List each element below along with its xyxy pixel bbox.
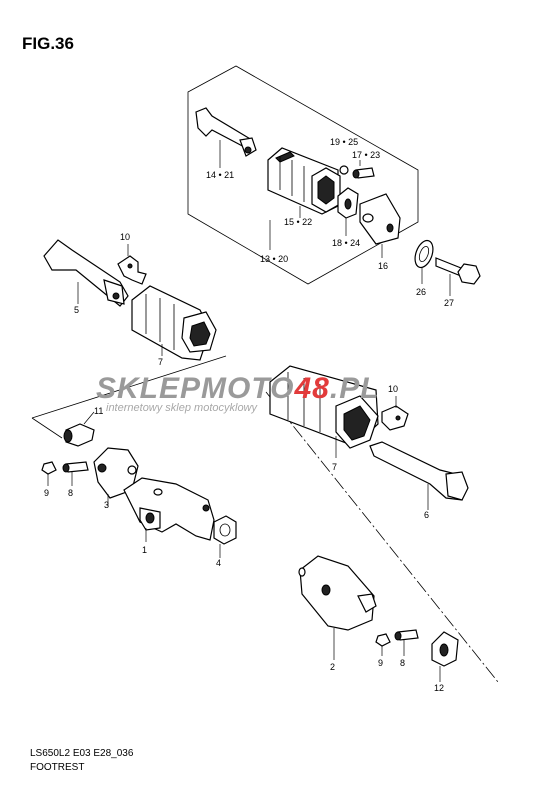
part-8-pin-right	[394, 629, 419, 641]
part-19-nut	[339, 165, 349, 175]
callout-2: 2	[330, 662, 335, 672]
callout-9a: 9	[44, 488, 49, 498]
callout-5: 5	[74, 305, 79, 315]
callout-10a: 10	[120, 232, 130, 242]
part-5-footrest-bar	[43, 239, 129, 307]
part-26-washer	[414, 239, 434, 269]
part-4-nut	[213, 515, 237, 545]
figure-title: FIG.36	[22, 34, 74, 53]
watermark-brand-part-2: MOTO	[201, 372, 295, 405]
callout-12: 12	[434, 683, 444, 693]
callout-11: 11	[94, 406, 103, 416]
part-2-mount-bracket	[298, 555, 377, 631]
assembly-box-outline	[187, 65, 419, 285]
callout-8a: 8	[68, 488, 73, 498]
part-10-clip	[117, 255, 147, 285]
part-6-footrest-bar	[369, 441, 469, 501]
part-11-plug	[63, 423, 95, 447]
callout-10b: 10	[388, 384, 398, 394]
part-14-footrest-bar	[195, 107, 257, 157]
connection-line-diagonal	[265, 391, 499, 683]
callout-18: 18 • 24	[332, 238, 360, 248]
callout-6: 6	[424, 510, 429, 520]
part-17-pin	[352, 167, 375, 179]
figure-code: LS650L2 E03 E28_036	[30, 748, 134, 759]
part-27-bolt	[435, 257, 481, 285]
part-1-mount-bracket	[123, 477, 215, 541]
watermark-brand-part-1: SKLEP	[96, 372, 202, 405]
callout-1: 1	[142, 545, 147, 555]
part-18-washer	[337, 187, 359, 219]
connection-line-lower	[31, 417, 63, 439]
watermark-tagline: internetowy sklep motocyklowy	[106, 402, 258, 414]
callout-16: 16	[378, 261, 388, 271]
callout-19: 19 • 25	[330, 137, 358, 147]
part-7-footrest-rubber-left	[131, 285, 217, 361]
part-15-footrest-rubber	[267, 147, 341, 215]
callout-27: 27	[444, 298, 454, 308]
part-12-plug	[431, 631, 459, 667]
callout-7a: 7	[158, 357, 163, 367]
watermark-brand: SKLEPMOTO48.PL	[96, 372, 380, 406]
part-16-bracket	[359, 193, 401, 245]
callout-9b: 9	[378, 658, 383, 668]
part-3-bracket	[93, 447, 139, 499]
callout-7b: 7	[332, 462, 337, 472]
callout-15: 15 • 22	[284, 217, 312, 227]
part-7-footrest-rubber-right	[269, 365, 379, 449]
callout-17: 17 • 23	[352, 150, 380, 160]
figure-name: FOOTREST	[30, 762, 85, 773]
part-8-pin-left	[62, 461, 89, 473]
connection-line-upper	[31, 355, 227, 419]
part-10-clip-right	[381, 405, 409, 431]
callout-14: 14 • 21	[206, 170, 234, 180]
callout-8b: 8	[400, 658, 405, 668]
part-9-nut-right	[375, 633, 391, 647]
callout-26: 26	[416, 287, 426, 297]
callout-4: 4	[216, 558, 221, 568]
watermark-brand-part-4: .PL	[329, 372, 380, 405]
part-9-nut-left	[41, 461, 57, 475]
watermark-brand-part-3: 48	[294, 372, 330, 405]
callout-3: 3	[104, 500, 109, 510]
callout-13: 13 • 20	[260, 254, 288, 264]
